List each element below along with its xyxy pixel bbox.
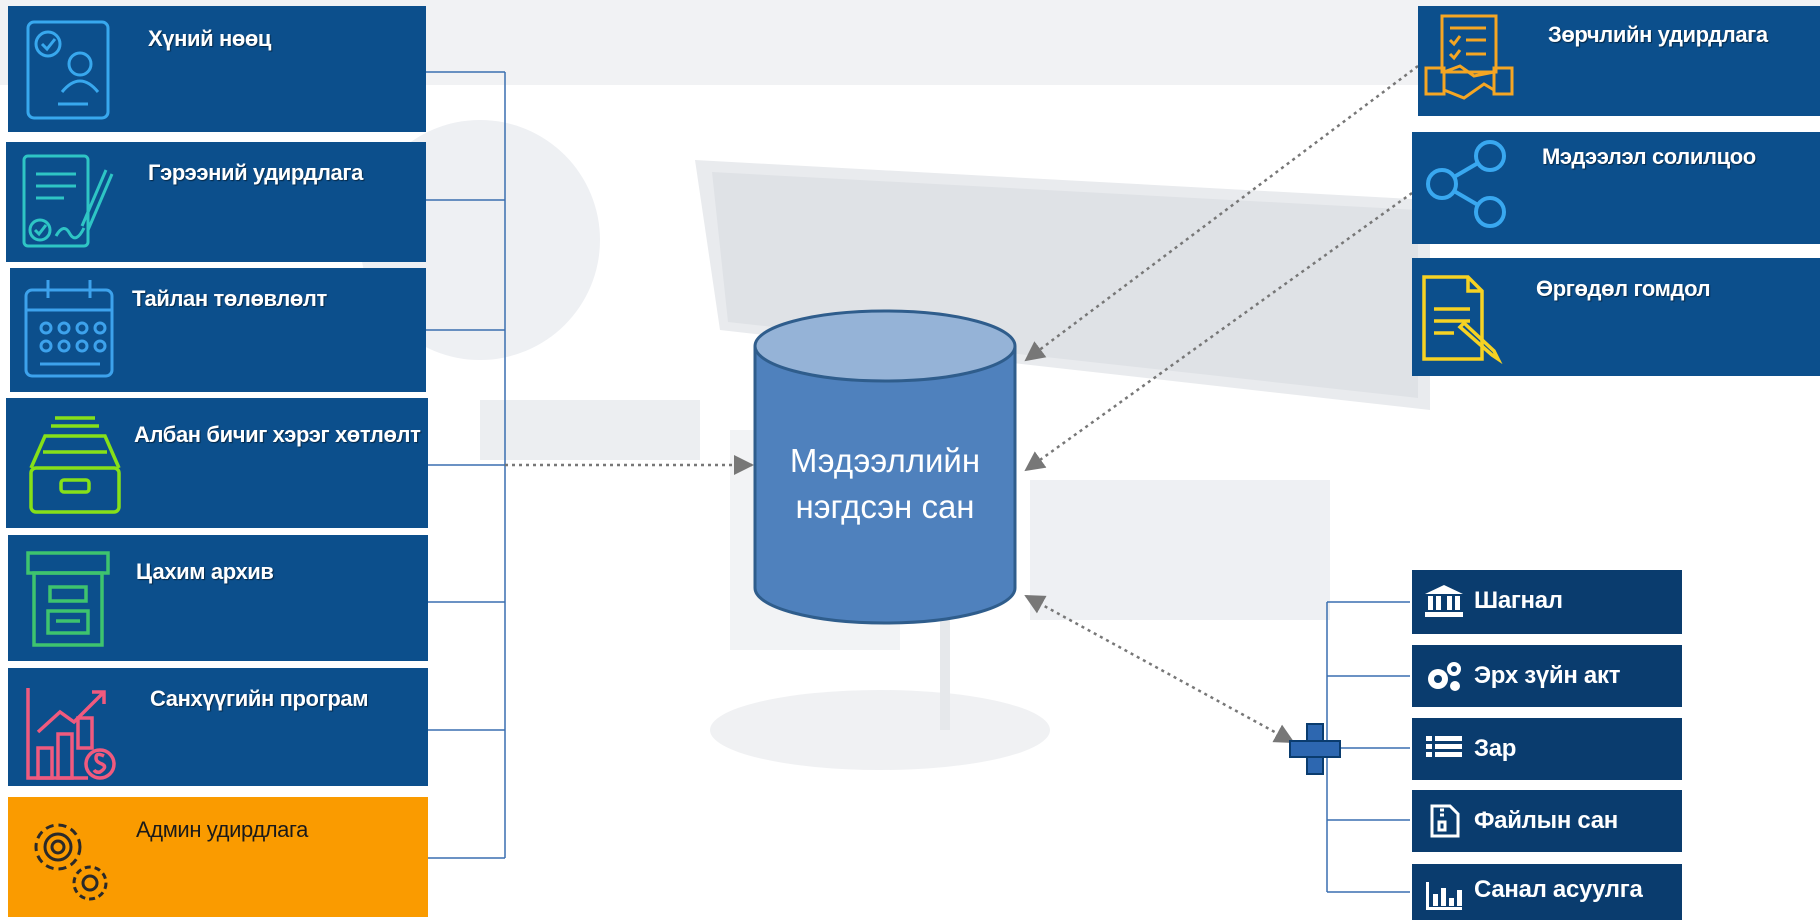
module-label: Цахим архив	[136, 559, 274, 584]
module-e-archive[interactable]: Цахим архив	[8, 535, 428, 661]
zip-file-icon	[1430, 804, 1460, 838]
module-file-library[interactable]: Файлын сан	[1412, 790, 1682, 852]
module-ads[interactable]: Зар	[1412, 718, 1682, 780]
cogs-icon	[1428, 662, 1461, 691]
module-label: Албан бичиг хэрэг хөтлөлт	[134, 422, 421, 447]
module-label: Админ удирдлага	[136, 817, 308, 842]
module-label: Файлын сан	[1474, 807, 1618, 834]
hr-profile-icon	[26, 20, 110, 120]
module-label: Санхүүгийн програм	[150, 686, 369, 711]
gears-icon	[34, 823, 108, 901]
complaint-doc-icon	[1422, 275, 1503, 365]
database-label: Мэдээллийн нэгдсэн сан	[752, 438, 1018, 530]
module-hr[interactable]: Хүний нөөц	[8, 6, 426, 132]
share-icon	[1426, 140, 1506, 228]
database-label-line1: Мэдээллийн	[789, 442, 981, 479]
database-label-line2: нэгдсэн сан	[795, 488, 975, 525]
module-label: Санал асуулга	[1474, 876, 1643, 903]
calendar-plan-icon	[24, 280, 114, 378]
finance-chart-icon	[26, 688, 116, 780]
list-icon	[1426, 736, 1462, 757]
module-report-planning[interactable]: Тайлан төлөвлөлт	[10, 268, 426, 392]
module-admin[interactable]: Админ удирдлага	[8, 797, 428, 917]
module-label: Гэрээний удирдлага	[148, 160, 363, 185]
module-finance[interactable]: Санхүүгийн програм	[8, 668, 428, 786]
module-label: Тайлан төлөвлөлт	[132, 286, 327, 311]
module-complaint[interactable]: Өргөдөл гомдол	[1412, 258, 1820, 376]
database-cylinder	[753, 309, 1017, 625]
archive-box-icon	[26, 551, 110, 647]
module-label: Мэдээлэл солилцоо	[1542, 144, 1756, 169]
module-label: Өргөдөл гомдол	[1536, 276, 1711, 301]
plus-icon	[1289, 723, 1341, 775]
module-label: Зөрчлийн удирдлага	[1548, 22, 1768, 47]
module-legal-acts[interactable]: Эрх зүйн акт	[1412, 645, 1682, 707]
module-violation[interactable]: Зөрчлийн удирдлага	[1418, 6, 1820, 116]
module-awards[interactable]: Шагнал	[1412, 570, 1682, 634]
contract-sign-icon	[22, 154, 114, 248]
module-label: Эрх зүйн акт	[1474, 662, 1621, 689]
module-info-exchange[interactable]: Мэдээлэл солилцоо	[1412, 132, 1820, 244]
module-label: Хүний нөөц	[148, 26, 272, 51]
module-label: Шагнал	[1474, 587, 1563, 614]
module-contract[interactable]: Гэрээний удирдлага	[6, 142, 426, 262]
institution-icon	[1425, 585, 1463, 617]
bar-chart-icon	[1426, 882, 1462, 910]
module-office-records[interactable]: Албан бичиг хэрэг хөтлөлт	[6, 398, 428, 528]
handshake-doc-icon	[1424, 14, 1514, 100]
module-survey[interactable]: Санал асуулга	[1412, 864, 1682, 920]
document-tray-icon	[29, 416, 121, 514]
module-label: Зар	[1474, 735, 1517, 762]
